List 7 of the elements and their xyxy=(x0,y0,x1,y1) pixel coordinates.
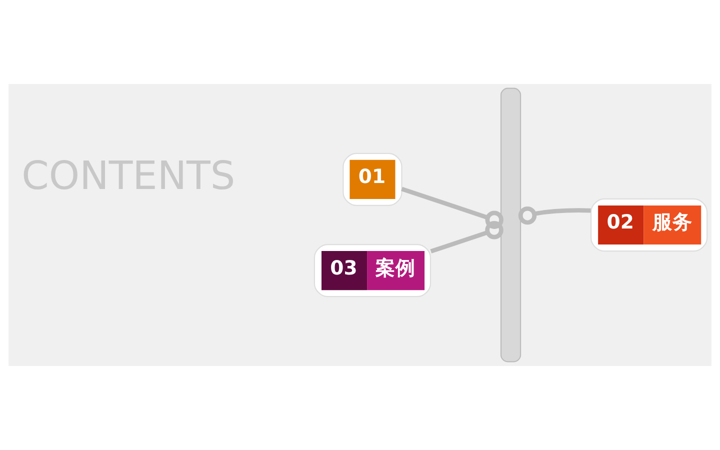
connector xyxy=(430,221,504,254)
node-box: 02 服务 xyxy=(590,198,708,252)
connector xyxy=(401,186,504,229)
connector xyxy=(518,206,591,225)
node-bar xyxy=(500,88,522,362)
node-box: 01 xyxy=(342,152,402,206)
node-box: 03 案例 xyxy=(314,244,432,298)
